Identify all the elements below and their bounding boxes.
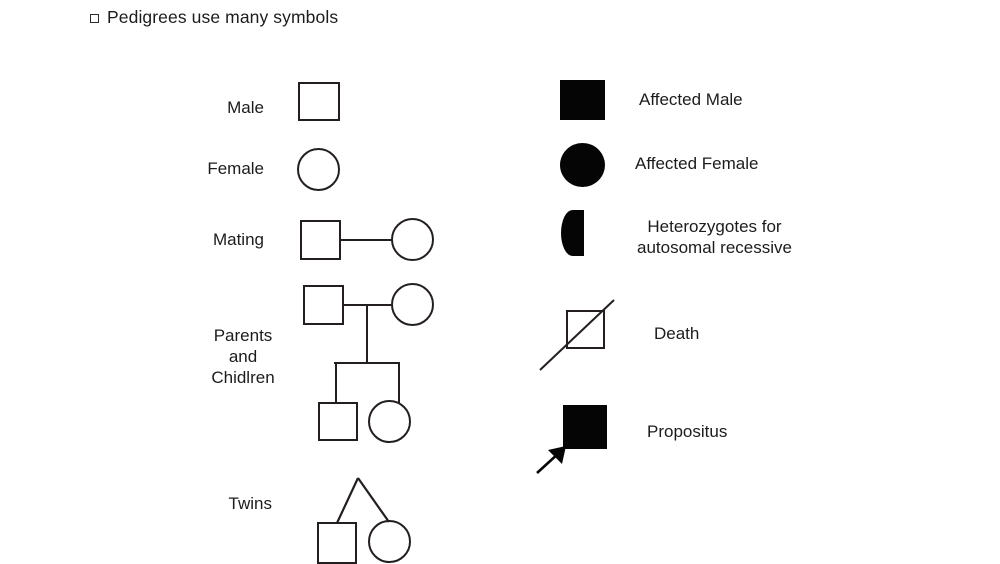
label-twins: Twins	[228, 494, 272, 513]
label-parents-line2: and	[228, 347, 258, 366]
filled-circle-affected-female-symbol	[560, 143, 605, 187]
filled-square-propositus-symbol	[563, 405, 607, 449]
hollow-square-bullet-icon	[90, 13, 99, 23]
twin-son-square-symbol	[317, 522, 357, 564]
label-parents-line3: Chidlren	[211, 368, 275, 387]
parents-mother-circle-symbol	[391, 283, 434, 326]
filled-square-affected-male-symbol	[560, 80, 605, 120]
parents-father-square-symbol	[303, 285, 344, 325]
label-parents-and-children: Parents and Chidlren	[184, 325, 302, 388]
child-1-drop-line	[335, 362, 338, 404]
mating-open-circle-symbol	[391, 218, 434, 261]
label-male: Male	[227, 98, 264, 117]
open-circle-female-symbol	[297, 148, 340, 191]
propositus-arrow-icon	[536, 446, 566, 474]
label-mating: Mating	[212, 230, 264, 249]
sibship-bar	[334, 362, 400, 365]
label-heterozygotes-line2: autosomal recessive	[637, 238, 792, 257]
label-affected-female: Affected Female	[635, 154, 759, 173]
label-heterozygotes: Heterozygotes for autosomal recessive	[617, 216, 812, 258]
twin-daughter-circle-symbol	[368, 520, 411, 563]
label-death: Death	[654, 324, 700, 343]
label-heterozygotes-line1: Heterozygotes for	[647, 217, 782, 236]
child-son-square-symbol	[318, 402, 358, 441]
child-daughter-circle-symbol	[368, 400, 411, 443]
open-square-male-symbol	[298, 82, 340, 121]
mating-open-square-symbol	[300, 220, 341, 260]
label-female: Female	[207, 159, 264, 178]
open-square-death-symbol	[566, 310, 605, 349]
parents-descent-line	[366, 304, 369, 363]
mating-connector-line	[340, 239, 393, 242]
label-parents-line1: Parents	[213, 326, 273, 345]
label-propositus: Propositus	[647, 422, 728, 441]
label-affected-male: Affected Male	[639, 90, 743, 109]
bullet-line: Pedigrees use many symbols	[90, 7, 338, 27]
child-2-drop-line	[398, 362, 401, 404]
slide-bullet-text: Pedigrees use many symbols	[107, 7, 339, 27]
half-filled-circle-heterozygote-symbol	[561, 210, 584, 256]
twin-fork-lines	[336, 477, 390, 524]
